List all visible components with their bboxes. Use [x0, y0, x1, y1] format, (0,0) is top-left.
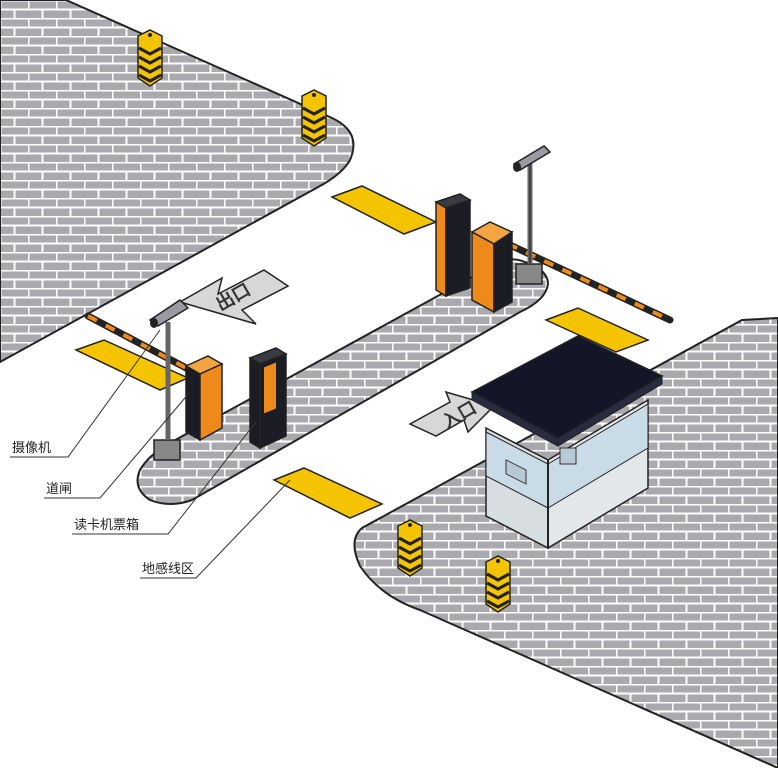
loop-zone-entry-inner: [544, 307, 650, 353]
callout-line-camera: [10, 329, 161, 458]
bollard-2: [300, 88, 328, 148]
exit-arrow-marking: 出口: [178, 269, 290, 325]
loop-zone-exit-outer: [330, 185, 438, 235]
callout-line-card-reader: [72, 421, 257, 535]
bollard-4: [484, 554, 512, 614]
sidewalk-upper-left: [0, 0, 355, 364]
card-reader-lower: [248, 347, 288, 450]
loop-detector-zones: [74, 185, 650, 519]
label-loop-detector-zone: 地感线区: [142, 561, 194, 577]
label-card-reader: 读卡机票箱: [74, 517, 139, 533]
loop-zone-entry-outer: [272, 467, 384, 519]
loop-zone-exit-inner: [74, 339, 190, 391]
barrier-arm-lower: [84, 312, 194, 374]
camera-lower: [148, 299, 190, 461]
label-barrier-gate: 道闸: [46, 482, 72, 497]
callout-lines: [10, 329, 291, 579]
callout-line-loop-zone: [140, 479, 291, 579]
bollard-3: [396, 518, 424, 578]
barrier-gate-lower: [184, 355, 224, 442]
entrance-arrow-marking: 入口: [408, 390, 496, 437]
sidewalk-lower-right: [353, 316, 778, 768]
bollard-1: [136, 28, 164, 88]
card-reader-upper: [434, 193, 472, 298]
label-camera: 摄像机: [12, 441, 51, 456]
guard-booth: [470, 335, 664, 550]
barrier-gate-upper: [470, 221, 514, 314]
camera-upper: [512, 145, 552, 285]
callout-line-gate: [44, 391, 191, 499]
